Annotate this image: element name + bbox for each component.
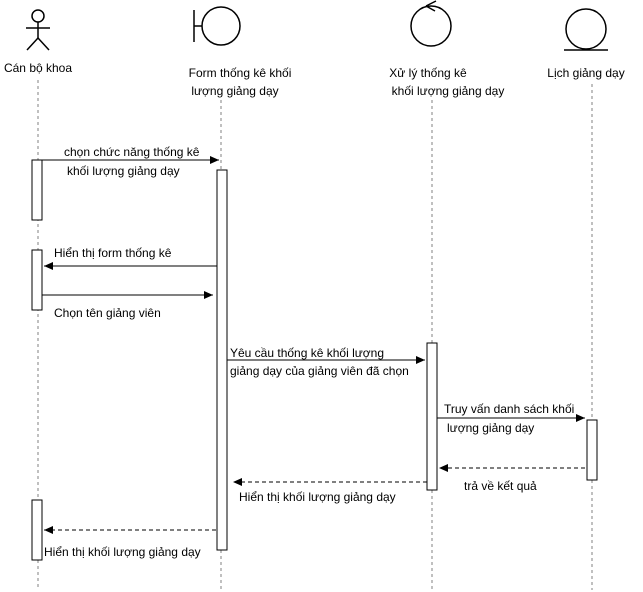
message-2: Hiển thị form thống kê bbox=[44, 246, 217, 270]
message-7-label: Hiển thị khối lượng giảng dạy bbox=[239, 490, 396, 504]
message-2-label: Hiển thị form thống kê bbox=[54, 246, 172, 260]
message-3-label: Chọn tên giảng viên bbox=[54, 306, 161, 320]
message-3: Chọn tên giảng viên bbox=[42, 291, 213, 320]
boundary-icon bbox=[193, 6, 241, 46]
message-5-label-line2: lượng giảng dạy bbox=[447, 421, 534, 435]
actor-activation-2 bbox=[31, 249, 43, 311]
control-participant: Xử lý thống kê khối lượng giảng dạy bbox=[389, 0, 505, 98]
message-8-label: Hiển thị khối lượng giảng dạy bbox=[44, 545, 201, 559]
actor-participant: Cán bộ khoa bbox=[4, 9, 72, 75]
entity-participant: Lịch giảng dạy bbox=[547, 8, 625, 80]
message-6-label: trả về kết quả bbox=[464, 479, 537, 493]
message-6: trả về kết quả bbox=[439, 464, 585, 493]
actor-activation-3 bbox=[31, 499, 43, 561]
message-5: Truy vấn danh sách khối lượng giảng dạy bbox=[437, 402, 585, 435]
actor-icon bbox=[26, 9, 50, 51]
actor-activation-1 bbox=[31, 159, 43, 221]
boundary-activation bbox=[216, 169, 228, 551]
message-4-label-line1: Yêu cầu thống kê khối lượng bbox=[230, 346, 384, 360]
actor-label: Cán bộ khoa bbox=[4, 61, 72, 75]
message-1-label-line2: khối lượng giảng dạy bbox=[67, 164, 180, 178]
entity-activation bbox=[586, 419, 598, 481]
control-label-line2: khối lượng giảng dạy bbox=[392, 84, 505, 98]
message-1: chọn chức năng thống kê khối lượng giảng… bbox=[42, 145, 219, 178]
message-7: Hiển thị khối lượng giảng dạy bbox=[233, 478, 427, 504]
boundary-label-line1: Form thống kê khối bbox=[189, 66, 292, 80]
entity-icon bbox=[564, 8, 608, 51]
control-icon bbox=[410, 0, 452, 47]
entity-label: Lịch giảng dạy bbox=[547, 66, 624, 80]
control-activation bbox=[426, 342, 438, 491]
boundary-label-line2: lượng giảng dạy bbox=[191, 84, 278, 98]
message-4-label-line2: giảng dạy của giảng viên đã chọn bbox=[230, 364, 409, 378]
message-8: Hiển thị khối lượng giảng dạy bbox=[44, 526, 216, 559]
boundary-participant: Form thống kê khối lượng giảng dạy bbox=[189, 6, 292, 98]
activations bbox=[31, 159, 598, 561]
message-5-label-line1: Truy vấn danh sách khối bbox=[444, 402, 574, 416]
control-label-line1: Xử lý thống kê bbox=[389, 66, 467, 80]
message-4: Yêu cầu thống kê khối lượng giảng dạy củ… bbox=[227, 346, 425, 378]
message-1-label-line1: chọn chức năng thống kê bbox=[64, 145, 200, 159]
